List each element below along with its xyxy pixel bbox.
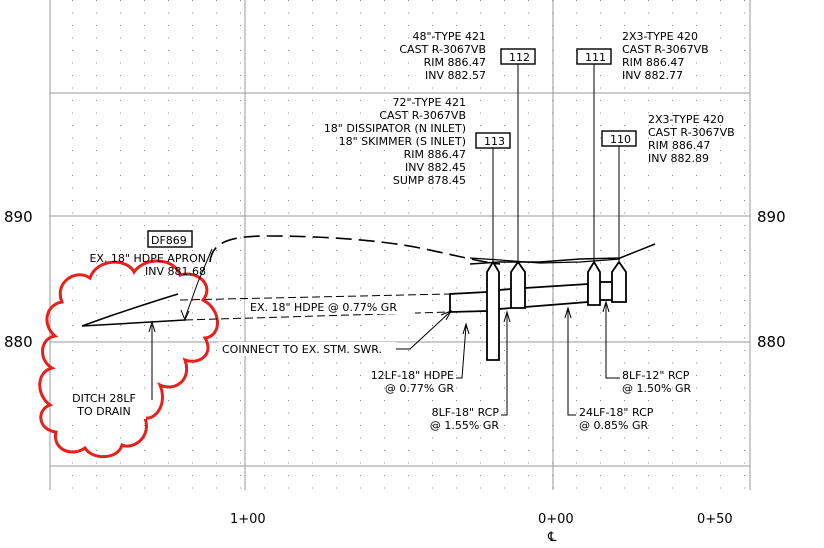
pipe-8lf-18-callout: 8LF-18" RCP @ 1.55% GR [430,310,511,432]
pipe-8lf-12-arrow [602,300,610,313]
tag-box-113 [475,132,511,149]
ditch-callout: DITCH 28LF TO DRAIN [62,320,156,419]
s112-line-4: INV 882.57 [425,69,486,82]
revision-cloud [38,259,219,459]
pipe-24lf-callout: 24LF-18" RCP @ 0.85% GR [564,306,654,432]
ex-hdpe-callout: EX. 18" HDPE @ 0.77% GR [245,300,415,314]
s113-line-5: RIM 886.47 [404,148,466,161]
structure-113-shaft [486,260,500,361]
s113-line-2: CAST R-3067VB [379,109,466,122]
connect-leader [396,311,451,350]
pipe-24lf-leader [567,310,576,416]
s113-line-7: SUMP 878.45 [393,174,466,187]
s113-line-4: 18" SKIMMER (S INLET) [339,135,466,148]
elev-880-left: 880 [4,333,33,351]
s111-line-1: 2X3-TYPE 420 [622,30,698,43]
major-grid [49,0,751,490]
apron-leader [184,248,213,319]
pipe-12lf-line-2: @ 0.77% GR [385,382,454,395]
tag-box-110 [601,130,637,147]
ditch-line-2: TO DRAIN [76,405,131,418]
ditch-label-bg [62,391,146,419]
s110-line-1: 2X3-TYPE 420 [648,113,724,126]
pipe-24lf-arrow [564,306,572,319]
s111-line-4: INV 882.77 [622,69,683,82]
structure-111-notes: 2X3-TYPE 420 CAST R-3067VB RIM 886.47 IN… [622,30,709,82]
ditch-bottom [81,319,186,327]
structure-113-notes: 72"-TYPE 421 CAST R-3067VB 18" DISSIPATO… [324,96,466,187]
elev-880-right: 880 [757,333,786,351]
tag-box-df869 [147,230,193,248]
pipe-24lf-line-2: @ 0.85% GR [579,419,648,432]
structure-110-shaft [611,260,627,303]
pipe-12lf-callout: 12LF-18" HDPE @ 0.77% GR [371,322,470,395]
pipe-8lf-12-leader [605,304,620,379]
ex-hdpe-label: EX. 18" HDPE @ 0.77% GR [250,301,397,314]
grade-line-2 [469,257,621,264]
station-0plus50: 0+50 [697,512,733,527]
tag-110: 110 [610,133,631,146]
tag-113: 113 [484,135,505,148]
s113-line-1: 72"-TYPE 421 [392,96,466,109]
tag-112: 112 [509,51,530,64]
structure-111-shaft [587,260,601,306]
connect-arrow [440,310,453,321]
pipe-8lf-18-arrow [503,310,511,323]
tag-111: 111 [585,51,606,64]
pipe-12lf-line-1: 12LF-18" HDPE [371,369,454,382]
tag-leaders [492,64,620,264]
connect-callout: COINNECT TO EX. STM. SWR. [218,310,453,356]
apron-leader-arrow [180,309,190,322]
station-0plus00: 0+00 [538,512,574,527]
s111-line-2: CAST R-3067VB [622,43,709,56]
centerline-symbol: ℄ [547,530,557,545]
s112-line-2: CAST R-3067VB [399,43,486,56]
pipe-12lf-arrow [462,322,470,335]
pipe-8lf-12-callout: 8LF-12" RCP @ 1.50% GR [602,300,691,395]
existing-ground-dashed [209,235,501,265]
pipe-12lf-leader [456,325,467,379]
pipe-8lf-18-leader [501,314,508,416]
connect-label: COINNECT TO EX. STM. SWR. [222,343,382,356]
apron-notes: EX. 18" HDPE APRON INV 881.68 [89,252,206,278]
elev-890-right: 890 [757,208,786,226]
s110-line-2: CAST R-3067VB [648,126,735,139]
s112-line-1: 48"-TYPE 421 [412,30,486,43]
tag-df869: DF869 [151,234,187,247]
s113-line-3: 18" DISSIPATOR (N INLET) [324,122,466,135]
apron-line-2: INV 881.68 [145,265,206,278]
ditch-line-1: DITCH 28LF [72,392,136,405]
pipe-8lf-18-line-2: @ 1.55% GR [430,419,499,432]
structure-110-notes: 2X3-TYPE 420 CAST R-3067VB RIM 886.47 IN… [648,113,735,165]
structure-shafts [486,260,627,361]
structure-112-shaft [510,260,526,309]
ex-hdpe-label-bg [245,300,415,314]
s110-line-3: RIM 886.47 [648,139,710,152]
ditch-line [81,293,179,327]
ditch-arrow [148,320,156,333]
s111-line-3: RIM 886.47 [622,56,684,69]
pipe-8lf-12-line-2: @ 1.50% GR [622,382,691,395]
connect-label-bg [218,342,396,356]
s112-line-3: RIM 886.47 [424,56,486,69]
pipe-8lf-18-line-1: 8LF-18" RCP [432,406,500,419]
proposed-grade [469,243,656,265]
ex-hdpe-top [179,293,451,301]
pipe-24lf-line-1: 24LF-18" RCP [579,406,654,419]
apron-line-1: EX. 18" HDPE APRON [89,252,206,265]
s110-line-4: INV 882.89 [648,152,709,165]
tag-box-111 [576,48,612,65]
pipe-8lf-12-line-1: 8LF-12" RCP [622,369,690,382]
elev-890-left: 890 [4,208,33,226]
s113-line-6: INV 882.45 [405,161,466,174]
structure-112-notes: 48"-TYPE 421 CAST R-3067VB RIM 886.47 IN… [399,30,486,82]
structure-tags [147,48,637,248]
tag-box-112 [500,48,536,65]
station-1plus00: 1+00 [230,512,266,527]
